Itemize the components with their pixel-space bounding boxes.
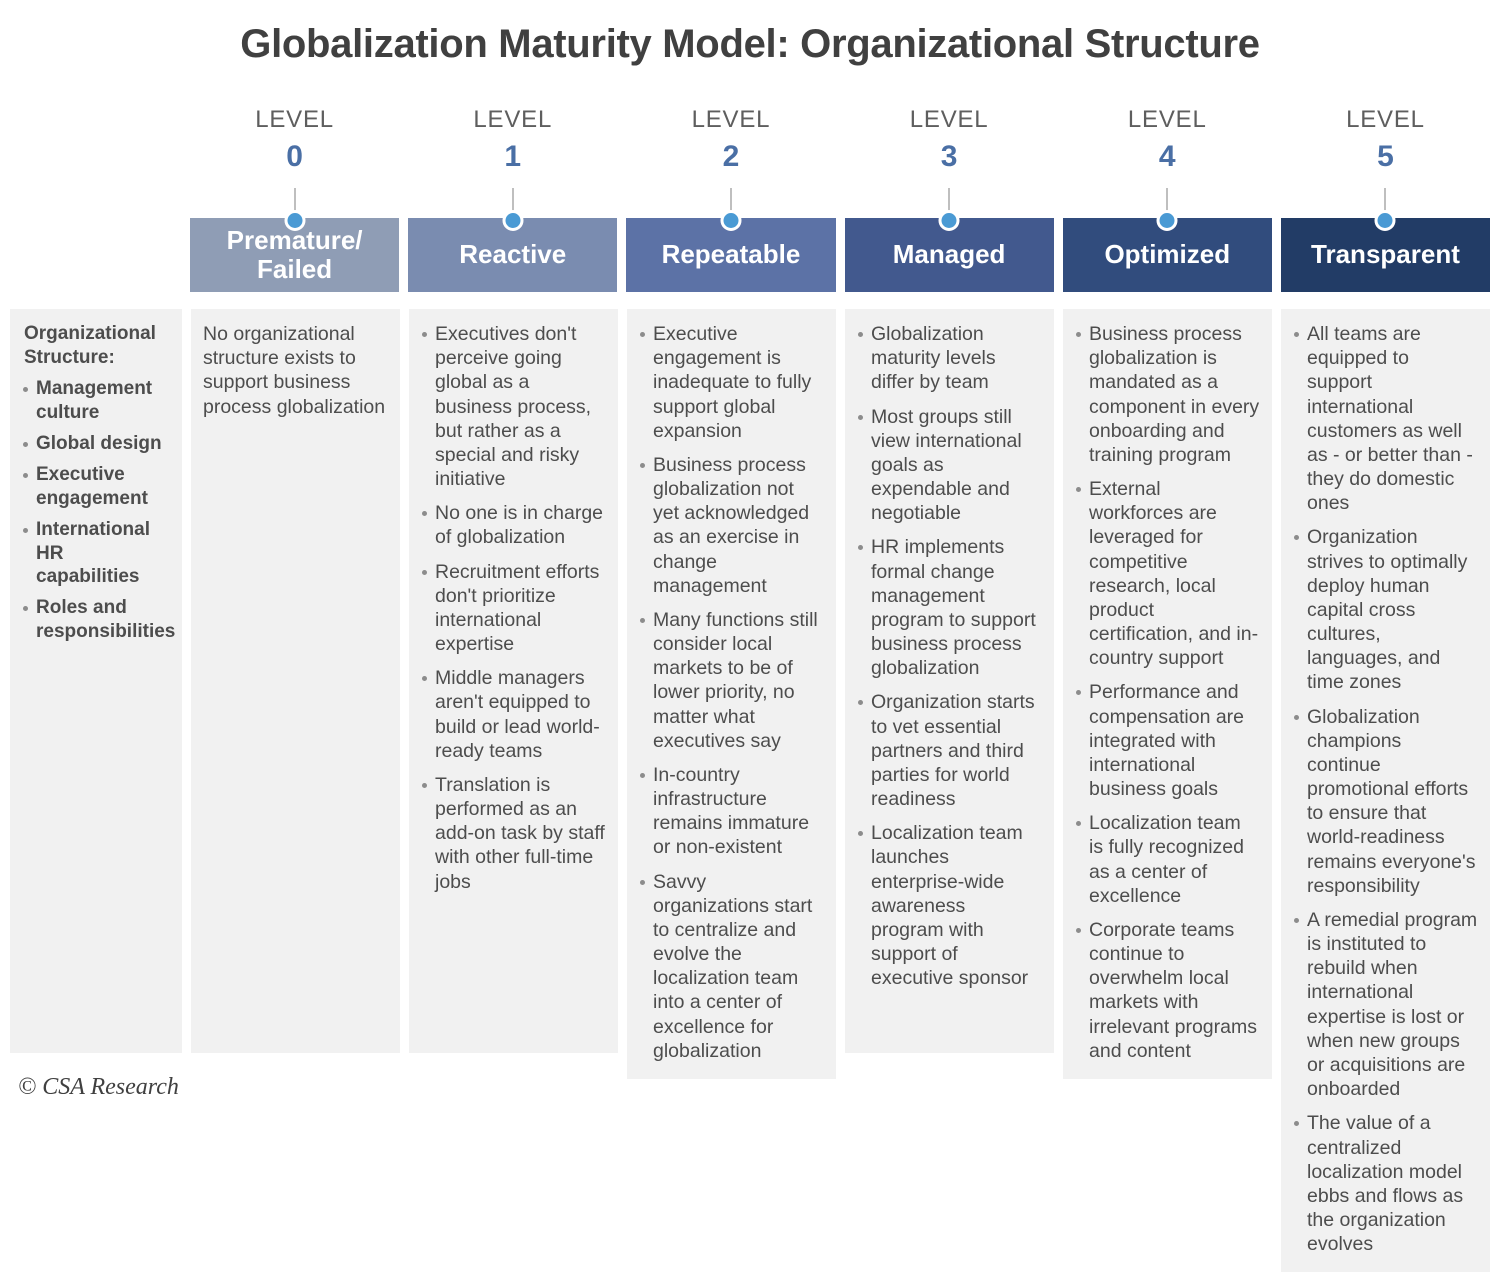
connector-dot-icon-2 [720, 210, 742, 231]
level-bar-5[interactable]: Transparent [1280, 218, 1491, 292]
level-panel-1: Executives don't perceive going global a… [409, 309, 618, 1053]
copyright-footer: © CSA Research [18, 1074, 179, 1100]
level-caption-3: LEVEL 3 [845, 100, 1054, 231]
connector-dot-icon-1 [502, 210, 524, 231]
list-item: In-country infrastructure remains immatu… [639, 763, 824, 860]
level-panel-2: Executive engagement is inadequate to fu… [627, 309, 836, 1079]
sidebar-item: International HR capabilities [22, 518, 170, 590]
level-bar-4[interactable]: Optimized [1062, 218, 1272, 292]
list-item: Organization starts to vet essential par… [857, 690, 1042, 811]
level-panel-3: Globalization maturity levels differ by … [845, 309, 1054, 1053]
list-item: Executive engagement is inadequate to fu… [639, 322, 824, 443]
connector-line-icon-5 [1384, 188, 1387, 218]
level-word-0: LEVEL [255, 106, 334, 133]
list-item: Recruitment efforts don't prioritize int… [421, 560, 606, 657]
connector-line-icon-0 [293, 188, 296, 218]
list-item: Localization team is fully recognized as… [1075, 811, 1260, 908]
level-caption-0: LEVEL 0 [190, 100, 399, 231]
level-word-3: LEVEL [909, 106, 989, 133]
level-number-1: 1 [504, 140, 522, 173]
level-bar-1[interactable]: Reactive [408, 218, 618, 292]
level-word-2: LEVEL [691, 106, 771, 133]
connector-line-icon-4 [1166, 188, 1169, 218]
list-item: Business process globalization not yet a… [639, 453, 824, 598]
list-item: A remedial program is instituted to rebu… [1293, 908, 1478, 1101]
level-word-1: LEVEL [473, 106, 553, 133]
level-panel-5: All teams are equipped to support intern… [1281, 309, 1490, 1272]
list-item: Most groups still view international goa… [857, 405, 1042, 526]
connector-line-icon-2 [729, 188, 732, 218]
list-item: Localization team launches enterprise-wi… [857, 821, 1042, 990]
level-bullet-list: Executive engagement is inadequate to fu… [639, 322, 824, 1063]
list-item: Organization strives to optimally deploy… [1293, 525, 1478, 694]
sidebar-item: Global design [22, 432, 170, 456]
level-number-4: 4 [1158, 140, 1176, 173]
level-caption-4: LEVEL 4 [1063, 100, 1272, 231]
level-panel-0: No organizational structure exists to su… [191, 309, 400, 1053]
sidebar-heading: Organizational Structure: [24, 323, 156, 368]
list-item: Middle managers aren't equipped to build… [421, 666, 606, 763]
list-item: Translation is performed as an add-on ta… [421, 773, 606, 894]
list-item: Performance and compensation are integra… [1075, 680, 1260, 801]
list-item: Business process globalization is mandat… [1075, 322, 1260, 467]
level-caption-1: LEVEL 1 [408, 100, 617, 231]
level-number-0: 0 [286, 140, 303, 173]
level-caption-2: LEVEL 2 [626, 100, 835, 231]
level-bullet-list: All teams are equipped to support intern… [1293, 322, 1478, 1256]
sidebar-item: Management culture [22, 377, 170, 425]
list-item: Savvy organizations start to centralize … [639, 870, 824, 1063]
list-item: External workforces are leveraged for co… [1075, 477, 1260, 670]
level-bullet-list: Business process globalization is mandat… [1075, 322, 1260, 1063]
list-item: Many functions still consider local mark… [639, 608, 824, 753]
level-word-4: LEVEL [1127, 106, 1207, 133]
level-number-3: 3 [940, 140, 958, 173]
level-bullet-list: Globalization maturity levels differ by … [857, 322, 1042, 990]
content-row: Organizational Structure: Management cul… [10, 309, 1490, 1272]
list-item: Corporate teams continue to overwhelm lo… [1075, 918, 1260, 1063]
list-item: Executives don't perceive going global a… [421, 322, 606, 491]
level-number-2: 2 [722, 140, 740, 173]
sidebar-panel: Organizational Structure: Management cul… [10, 309, 182, 1053]
level-bar-2[interactable]: Repeatable [626, 218, 836, 292]
list-item: Globalization champions continue promoti… [1293, 705, 1478, 898]
list-item: All teams are equipped to support intern… [1293, 322, 1478, 515]
page-title: Globalization Maturity Model: Organizati… [240, 22, 1260, 66]
level-number-5: 5 [1377, 140, 1394, 173]
list-item: HR implements formal change management p… [857, 535, 1042, 680]
connector-dot-icon-5 [1374, 210, 1396, 231]
level-caption-5: LEVEL 5 [1281, 100, 1490, 231]
level-word-5: LEVEL [1346, 106, 1425, 133]
level-bullet-list: Executives don't perceive going global a… [421, 322, 606, 894]
connector-dot-icon-0 [284, 210, 306, 231]
sidebar-item: Roles and responsibilities [22, 596, 175, 644]
connector-line-icon-1 [511, 188, 514, 218]
connector-dot-icon-3 [938, 210, 960, 231]
list-item: The value of a centralized localization … [1293, 1111, 1478, 1256]
connector-line-icon-3 [948, 188, 951, 218]
list-item: No one is in charge of globalization [421, 501, 606, 549]
sidebar-item: Executive engagement [22, 463, 170, 511]
level-paragraph: No organizational structure exists to su… [203, 323, 386, 418]
level-panel-4: Business process globalization is mandat… [1063, 309, 1272, 1079]
connector-dot-icon-4 [1156, 210, 1178, 231]
list-item: Globalization maturity levels differ by … [857, 322, 1042, 395]
